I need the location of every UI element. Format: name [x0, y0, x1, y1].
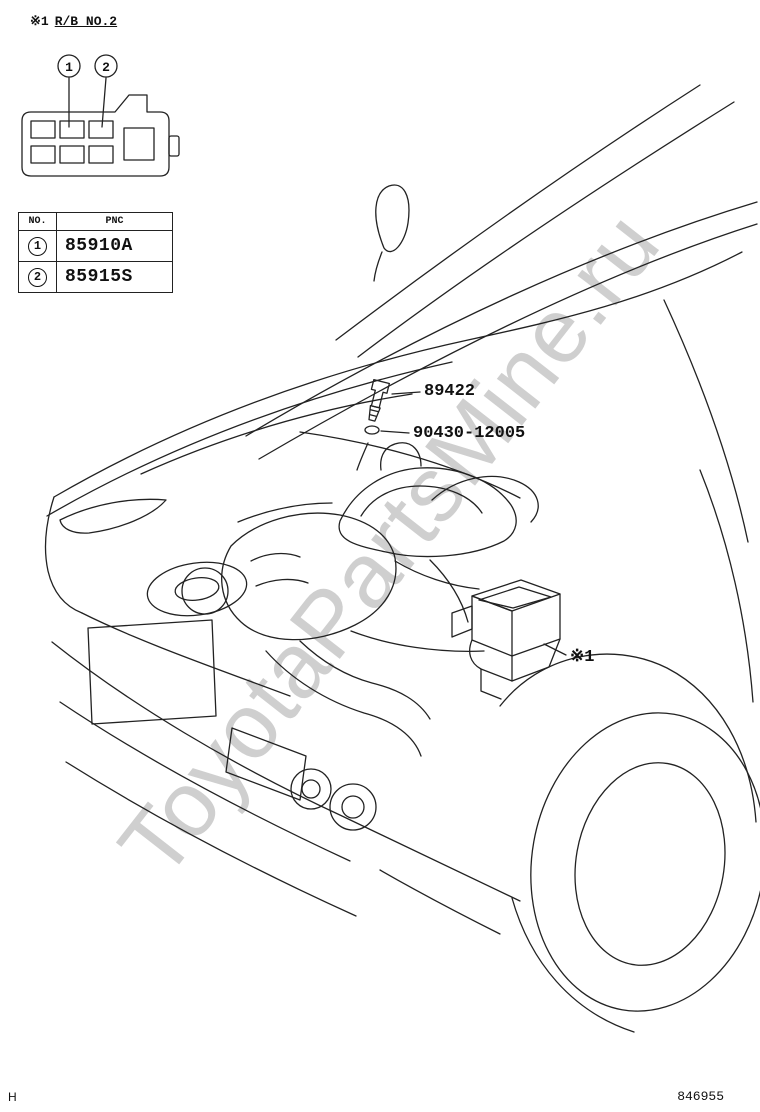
no-cell: 1: [18, 230, 57, 262]
part-label-sensor: 89422: [424, 382, 476, 401]
front-bumper: [51, 619, 521, 935]
col-header-pnc: PNC: [56, 212, 173, 231]
rb-note: ※1 R/B NO.2: [30, 14, 117, 29]
callout-2-label: 2: [102, 60, 110, 75]
row-callout-badge: 2: [28, 268, 47, 287]
front-wheel: [499, 653, 760, 1033]
washer-part: [356, 425, 380, 471]
col-header-no: NO.: [18, 212, 57, 231]
pnc-table: NO. PNC 1 85910A 2 85915S: [18, 212, 173, 293]
no-cell: 2: [18, 261, 57, 293]
relay-box-callouts: 1 2: [57, 54, 118, 128]
figure-number: 846955: [677, 1089, 724, 1104]
leader-lines: [380, 391, 567, 656]
vehicle-illustration: [44, 84, 760, 1033]
pnc-value: 85915S: [56, 261, 173, 293]
part-label-washer: 90430-12005: [413, 424, 526, 443]
engine-assembly: [181, 431, 539, 810]
part-label-relay-ref: ※1: [570, 648, 595, 667]
rb-note-text: R/B NO.2: [54, 14, 118, 29]
pnc-value: 85910A: [56, 230, 173, 262]
callout-1-label: 1: [65, 60, 73, 75]
table-row: 2 85915S: [18, 261, 173, 293]
side-body-lines: [663, 299, 754, 703]
engine-relay-box: [451, 579, 561, 700]
rb-note-ref: ※1: [30, 14, 49, 29]
relay-box-diagram: [21, 94, 180, 177]
page-code: H: [8, 1090, 17, 1104]
row-callout-badge: 1: [28, 237, 47, 256]
sensor-part: [368, 378, 391, 422]
table-row: 1 85910A: [18, 230, 173, 262]
table-header-row: NO. PNC: [18, 212, 173, 231]
